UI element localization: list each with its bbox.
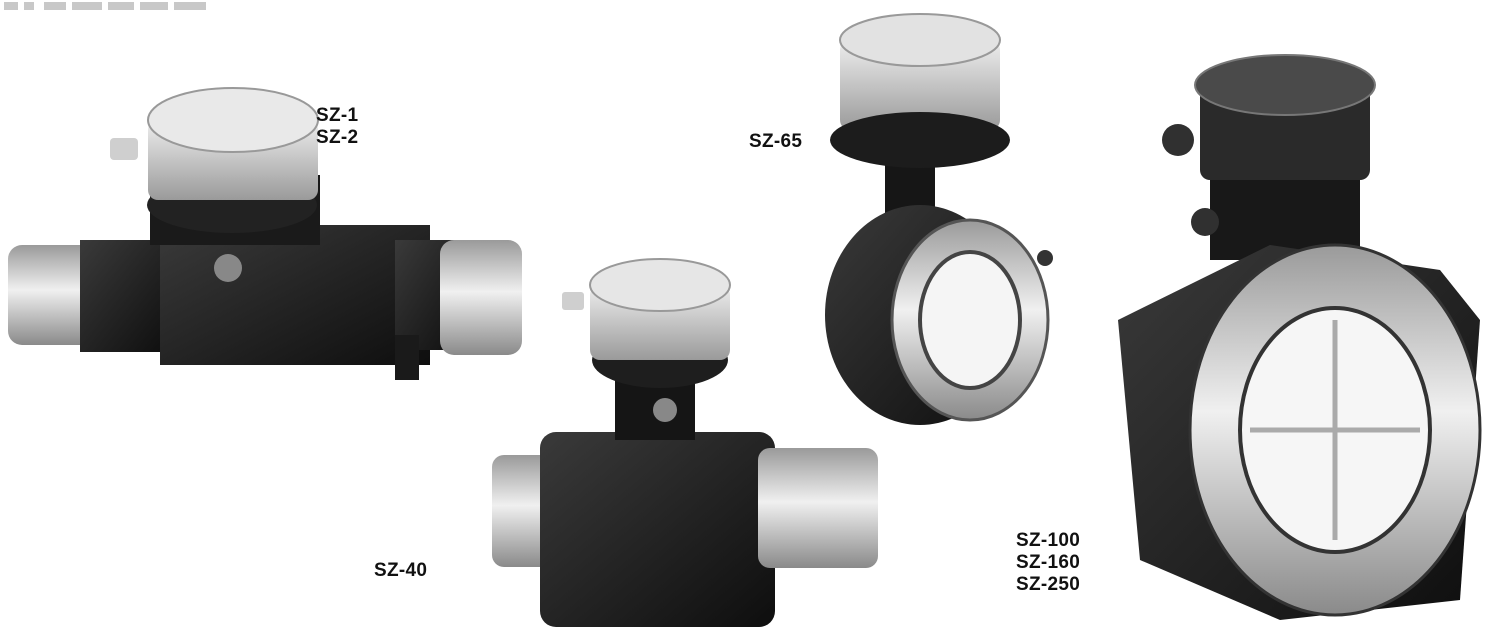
model-label: SZ-250: [1016, 574, 1081, 595]
faint-header-text: [4, 2, 206, 10]
label-sz1-sz2: SZ-1 SZ-2: [316, 105, 358, 149]
meter-sz65: [825, 13, 1053, 425]
model-label: SZ-40: [374, 560, 428, 581]
label-sz100-sz160-sz250: SZ-100 SZ-160 SZ-250: [1016, 530, 1080, 596]
meter-sz1-sz2: [8, 87, 522, 380]
model-label: SZ-65: [749, 131, 803, 152]
model-label: SZ-160: [1016, 552, 1081, 573]
label-sz40: SZ-40: [374, 560, 427, 582]
label-sz65: SZ-65: [749, 131, 802, 153]
meter-sz40: [492, 258, 878, 627]
meter-sz100-sz160-sz250: [1118, 54, 1482, 620]
model-label: SZ-1: [316, 105, 359, 126]
model-label: SZ-100: [1016, 530, 1081, 551]
model-label: SZ-2: [316, 127, 359, 148]
